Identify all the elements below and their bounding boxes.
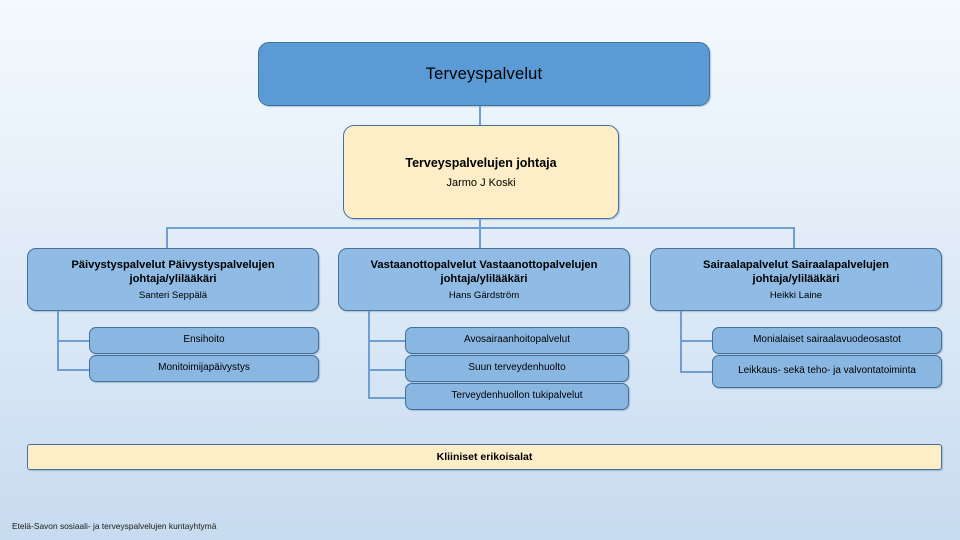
department-name-1: Santeri Seppälä: [138, 290, 208, 302]
department-role-3: Sairaalapalvelut Sairaalapalvelujen joht…: [703, 258, 889, 285]
unit-box-1-1: Ensihoito: [89, 327, 319, 354]
connector-branch-3-1: [680, 340, 713, 342]
unit-box-2-3: Terveydenhuollon tukipalvelut: [405, 383, 629, 410]
unit-label-3-2: Leikkaus- sekä teho- ja valvontatoiminta: [738, 365, 916, 377]
connector-branch-2-3: [368, 397, 406, 399]
connector-spine-dept-2: [368, 311, 370, 399]
connector-drop-dept-1: [166, 227, 168, 249]
connector-branch-2-1: [368, 340, 406, 342]
connector-drop-dept-2: [479, 227, 481, 249]
chart-title-box: Terveyspalvelut: [258, 42, 710, 106]
unit-label-2-2: Suun terveydenhuolto: [468, 362, 566, 374]
connector-title-to-director: [479, 106, 481, 125]
connector-branch-2-2: [368, 369, 406, 371]
unit-box-2-2: Suun terveydenhuolto: [405, 355, 629, 382]
department-box-1: Päivystyspalvelut Päivystyspalvelujen jo…: [27, 248, 319, 311]
unit-label-3-1: Monialaiset sairaalavuodeosastot: [753, 334, 901, 346]
department-role-2: Vastaanottopalvelut Vastaanottopalveluje…: [370, 258, 598, 285]
chart-title-text: Terveyspalvelut: [425, 64, 543, 83]
unit-label-2-1: Avosairaanhoitopalvelut: [463, 334, 570, 346]
connector-branch-3-2: [680, 371, 713, 373]
unit-box-3-1: Monialaiset sairaalavuodeosastot: [712, 327, 942, 354]
connector-drop-dept-3: [793, 227, 795, 249]
department-name-3: Heikki Laine: [769, 290, 823, 302]
clinical-specialties-bar: Kliiniset erikoisalat: [27, 444, 942, 470]
connector-spine-dept-3: [680, 311, 682, 373]
unit-box-2-1: Avosairaanhoitopalvelut: [405, 327, 629, 354]
connector-branch-1-2: [57, 369, 90, 371]
director-role: Terveyspalvelujen johtaja: [405, 155, 557, 170]
department-name-2: Hans Gärdström: [448, 290, 520, 302]
department-role-1: Päivystyspalvelut Päivystyspalvelujen jo…: [71, 258, 275, 285]
clinical-specialties-label: Kliiniset erikoisalat: [436, 451, 533, 463]
unit-box-3-2: Leikkaus- sekä teho- ja valvontatoiminta: [712, 355, 942, 388]
connector-branch-1-1: [57, 340, 90, 342]
unit-label-1-1: Ensihoito: [183, 334, 225, 346]
unit-label-2-3: Terveydenhuollon tukipalvelut: [451, 390, 583, 402]
unit-label-1-2: Monitoimijapäivystys: [158, 362, 250, 374]
unit-box-1-2: Monitoimijapäivystys: [89, 355, 319, 382]
organization-footer: Etelä-Savon sosiaali- ja terveyspalveluj…: [12, 521, 217, 531]
department-box-2: Vastaanottopalvelut Vastaanottopalveluje…: [338, 248, 630, 311]
department-box-3: Sairaalapalvelut Sairaalapalvelujen joht…: [650, 248, 942, 311]
director-box: Terveyspalvelujen johtaja Jarmo J Koski: [343, 125, 619, 219]
director-name: Jarmo J Koski: [446, 176, 516, 189]
connector-director-stem: [479, 219, 481, 228]
